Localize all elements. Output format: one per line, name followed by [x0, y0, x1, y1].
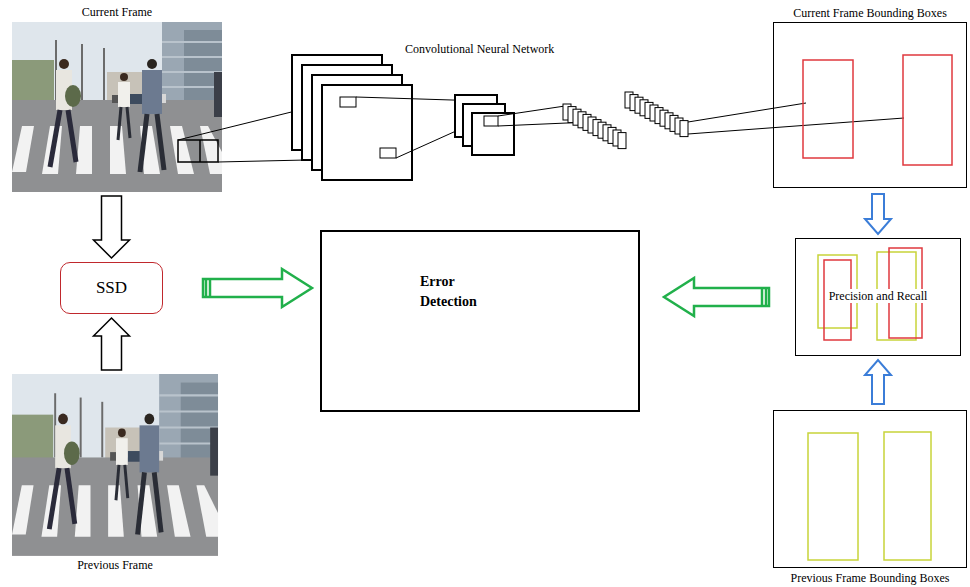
cnn-drawing-part — [340, 97, 356, 107]
cnn-drawing-part — [688, 118, 904, 134]
cnn-drawing — [178, 55, 904, 180]
flow-arrow-group — [865, 360, 891, 404]
previous-boxes-part — [884, 432, 931, 560]
box-label: SSD — [96, 278, 127, 298]
flow-arrow-group — [865, 194, 891, 234]
flow-arrow — [203, 269, 312, 307]
process-box: Precision and Recall — [795, 238, 961, 356]
label-holder: Convolutional Neural Network — [405, 42, 554, 56]
receptive-field-part — [199, 140, 201, 162]
box-label: Error Detection — [420, 272, 477, 312]
caption-heading: Current Frame — [12, 5, 222, 19]
frame-photo: Current Frame — [12, 22, 222, 192]
current-frame-photo — [12, 22, 222, 192]
flow-arrow — [94, 318, 130, 370]
process-box: SSD — [60, 262, 163, 314]
flow-arrow — [865, 194, 891, 234]
current-boxes-part — [903, 55, 952, 165]
flow-arrow-group — [94, 318, 130, 370]
arrow-tail-mark — [209, 279, 212, 297]
caption-heading: Previous Frame Bounding Boxes — [774, 571, 966, 585]
flow-arrow-group — [94, 196, 130, 258]
flow-arrow-group — [664, 278, 769, 316]
cnn-drawing-part — [484, 116, 498, 126]
frame-photo: Previous Frame — [12, 374, 218, 556]
cnn-drawing-part — [380, 148, 396, 158]
network-label: Convolutional Neural Network — [405, 42, 554, 56]
cnn-drawing-part — [688, 103, 806, 122]
previous-boxes — [808, 432, 931, 560]
process-box: Error Detection — [320, 230, 640, 412]
cnn-drawing-part — [472, 113, 514, 155]
box-label: Precision and Recall — [827, 289, 930, 303]
previous-frame-photo — [12, 374, 218, 556]
boxes-panel: Current Frame Bounding Boxes — [773, 22, 967, 188]
cnn-drawing-part — [322, 85, 412, 180]
flow-arrow — [94, 196, 130, 258]
cnn-drawing-part — [563, 104, 626, 149]
receptive-field-part — [178, 140, 218, 162]
arrow-tail-mark — [765, 288, 768, 306]
arrow-tail-mark — [205, 279, 208, 297]
cnn-drawing-part — [498, 106, 565, 116]
cnn-drawing-part — [625, 92, 688, 137]
caption-heading: Current Frame Bounding Boxes — [774, 6, 966, 20]
current-boxes — [803, 55, 952, 165]
previous-boxes-part — [808, 433, 858, 560]
flow-arrow — [664, 278, 769, 316]
flow-arrow — [865, 360, 891, 404]
current-boxes-part — [803, 60, 853, 158]
caption-heading: Previous Frame — [12, 558, 218, 572]
receptive-field — [178, 140, 218, 162]
arrow-tail-mark — [761, 288, 764, 306]
flow-arrow-group — [203, 269, 312, 307]
boxes-panel: Previous Frame Bounding Boxes — [773, 410, 967, 568]
